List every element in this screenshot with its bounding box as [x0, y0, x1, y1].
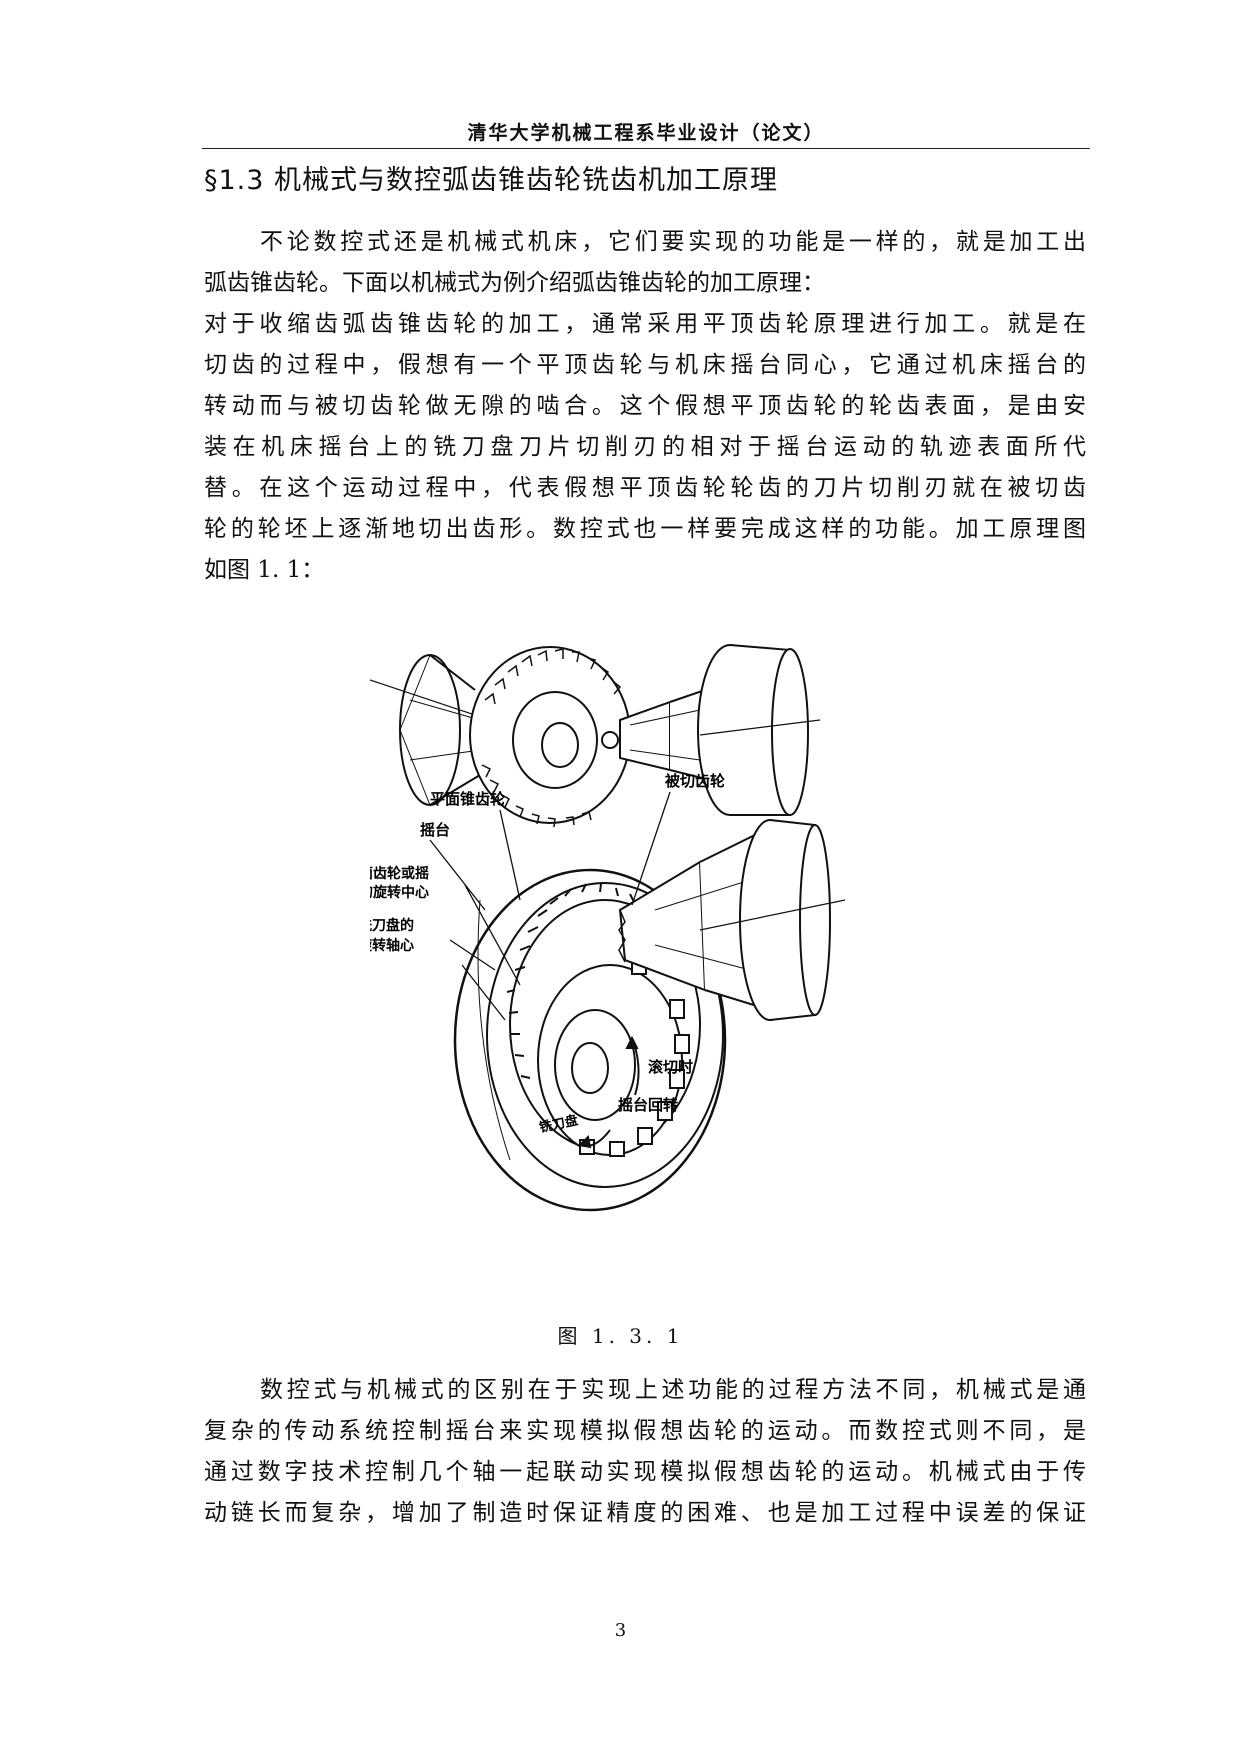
- label-rotation-center-2: 台的旋转中心: [370, 884, 429, 901]
- label-cutter-disc: 铣刀盘: [538, 1112, 579, 1136]
- text-line: 对于收缩齿弧齿锥齿轮的加工，通常采用平顶齿轮原理进行加工。就是在: [204, 311, 1086, 337]
- label-rolling: 滚切时: [648, 1058, 693, 1076]
- label-face-cone-gear: 平面锥齿轮: [430, 790, 505, 808]
- text-line: 转动而与被切齿轮做无隙的啮合。这个假想平顶齿轮的轮齿表面，是由安: [204, 393, 1086, 419]
- label-workpiece: 被切齿轮: [665, 772, 725, 790]
- text-line: 装在机床摇台上的铣刀盘刀片切削刃的相对于摇台运动的轨迹表面所代: [204, 434, 1086, 460]
- text-line: 不论数控式还是机械式机床，它们要实现的功能是一样的，就是加工出: [260, 229, 1086, 255]
- large-bevel-gear: [469, 646, 631, 828]
- text-line: 替。在这个运动过程中，代表假想平顶齿轮轮齿的刀片切削刃就在被切齿: [204, 475, 1086, 501]
- right-cone-disc: [697, 644, 821, 816]
- text-line: 通过数字技术控制几个轴一起联动实现模拟假想齿轮的运动。机械式由于传: [204, 1459, 1086, 1485]
- cutter-disc: [537, 957, 690, 1157]
- label-cradle-rotation: 摇台回转: [618, 1096, 678, 1114]
- figure-caption: 图 1. 3. 1: [557, 1324, 684, 1348]
- label-rotation-center-1: 平面齿轮或摇: [370, 865, 429, 882]
- gear-machining-figure: 平面锥齿轮 摇台 平面齿轮或摇 台的旋转中心 铣刀盘的 旋转轴心 被切齿轮 铣刀…: [370, 644, 846, 1212]
- label-cradle: 摇台: [420, 821, 450, 839]
- paragraph-comparison: 数控式与机械式的区别在于实现上述功能的过程方法不同，机械式是通 复杂的传动系统控…: [204, 1370, 1086, 1534]
- text-line: 复杂的传动系统控制摇台来实现模拟假想齿轮的运动。而数控式则不同，是: [204, 1418, 1086, 1444]
- text-line: 如图 1. 1：: [204, 557, 325, 583]
- paragraph-principle: 不论数控式还是机械式机床，它们要实现的功能是一样的，就是加工出 弧齿锥齿轮。下面…: [204, 222, 1086, 591]
- text-line: 轮的轮坯上逐渐地切出齿形。数控式也一样要完成这样的功能。加工原理图: [204, 516, 1086, 542]
- header-rule: [202, 148, 1090, 149]
- text-line: 弧齿锥齿轮。下面以机械式为例介绍弧齿锥齿轮的加工原理：: [204, 270, 825, 296]
- page-number: 3: [614, 1620, 627, 1641]
- running-header: 清华大学机械工程系毕业设计（论文）: [467, 122, 825, 144]
- label-cutter-axis-1: 铣刀盘的: [370, 917, 414, 934]
- rotation-arrows: [577, 1035, 640, 1149]
- leader-lines: [429, 791, 671, 1021]
- section-title: §1.3 机械式与数控弧齿锥齿轮铣齿机加工原理: [204, 165, 779, 196]
- text-line: 动链长而复杂，增加了制造时保证精度的困难、也是加工过程中误差的保证: [204, 1500, 1086, 1526]
- workpiece-gear: [618, 819, 846, 1021]
- text-line: 数控式与机械式的区别在于实现上述功能的过程方法不同，机械式是通: [260, 1377, 1086, 1403]
- label-cutter-axis-2: 旋转轴心: [370, 937, 414, 954]
- text-line: 切齿的过程中，假想有一个平顶齿轮与机床摇台同心，它通过机床摇台的: [204, 352, 1086, 378]
